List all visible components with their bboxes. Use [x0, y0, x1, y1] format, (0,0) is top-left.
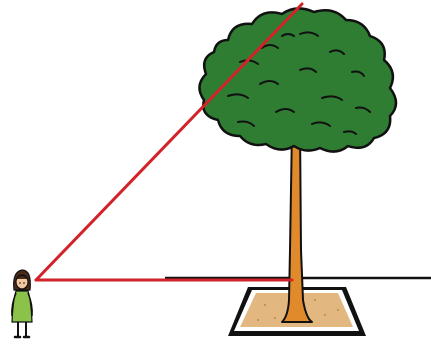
person [12, 270, 32, 337]
